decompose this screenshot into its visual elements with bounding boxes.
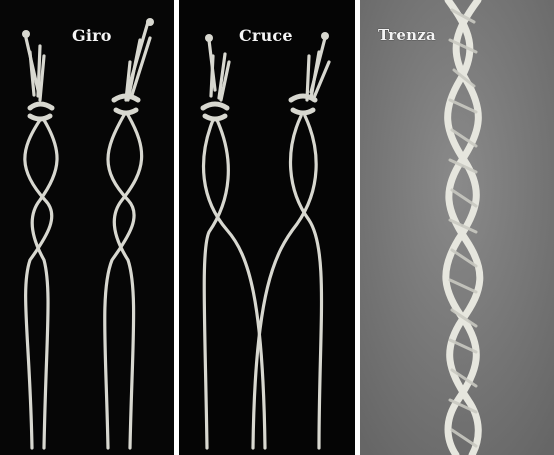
- panel-cruce: Cruce: [179, 0, 355, 455]
- label-trenza: Trenza: [378, 26, 436, 44]
- trenza-photo: [360, 0, 554, 455]
- cruce-illustration: [179, 0, 355, 455]
- label-giro: Giro: [72, 26, 112, 45]
- panel-giro: Giro: [0, 0, 174, 455]
- panel-trenza: Trenza: [360, 0, 554, 455]
- giro-illustration: [0, 0, 174, 455]
- label-cruce: Cruce: [239, 26, 293, 45]
